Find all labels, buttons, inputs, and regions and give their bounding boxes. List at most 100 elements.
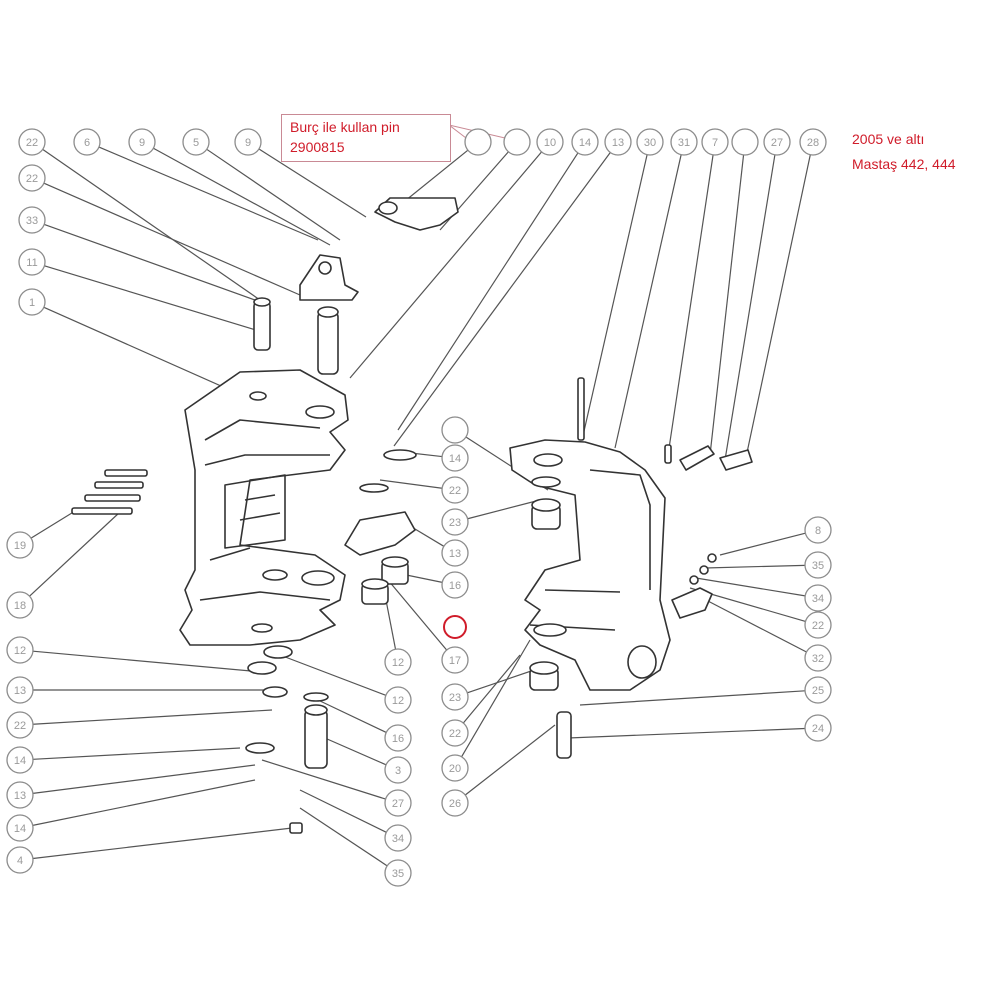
callout-balloon-c-14-c xyxy=(441,444,469,472)
callout-balloon-c-blank-a xyxy=(464,128,492,156)
leader-line-c-16-m xyxy=(317,699,387,733)
leader-line-c-14-l2 xyxy=(32,779,256,826)
callout-label-c-25: 25 xyxy=(812,685,824,697)
callout-balloon-c-10 xyxy=(536,128,564,156)
callout-balloon-c-23-c2 xyxy=(441,683,469,711)
callout-label-c-22-c2: 22 xyxy=(449,728,461,740)
note-box: Burç ile kullan pin 2900815 xyxy=(281,114,451,162)
callout-label-c-22-b: 22 xyxy=(26,173,38,185)
leader-line-c-27-m xyxy=(261,759,386,800)
leader-line-c-22-b xyxy=(43,182,301,296)
leader-line-c-22-c2 xyxy=(462,654,521,724)
callout-balloon-c-12-l xyxy=(6,636,34,664)
callout-balloon-c-4-l xyxy=(6,846,34,874)
callout-label-c-24: 24 xyxy=(812,723,824,735)
leader-lines xyxy=(29,124,811,867)
washer-right-b xyxy=(699,565,709,575)
callout-label-c-13-l2: 13 xyxy=(14,790,26,802)
callout-label-c-35-m: 35 xyxy=(392,868,404,880)
parts-drawing xyxy=(71,197,753,834)
right-frame-lower-bore xyxy=(533,623,567,637)
note-line-2: 2900815 xyxy=(290,139,345,155)
leader-line-c-13-top xyxy=(393,152,611,447)
left-frame-top-bore xyxy=(305,405,335,419)
callout-balloon-c-27-m xyxy=(384,789,412,817)
callout-balloon-c-13-c xyxy=(441,539,469,567)
callout-label-c-22-c: 22 xyxy=(449,485,461,497)
callout-label-c-12-c: 12 xyxy=(392,657,404,669)
callout-balloon-c-14-l1 xyxy=(6,746,34,774)
bolt-set xyxy=(71,469,148,515)
note-line-1: Burç ile kullan pin xyxy=(290,119,400,135)
leader-line-c-14-top xyxy=(397,152,579,431)
callout-label-c-8: 8 xyxy=(815,525,821,537)
right-long-bolt-b xyxy=(664,444,672,464)
leader-line-c-12-m xyxy=(279,654,387,696)
callout-label-c-23-c2: 23 xyxy=(449,692,461,704)
callout-balloon-c-blank-b xyxy=(503,128,531,156)
leader-line-c-23-c xyxy=(467,499,541,520)
callout-balloon-c-34-r xyxy=(804,584,832,612)
washer-right-c xyxy=(689,575,699,585)
callout-balloon-c-13-l2 xyxy=(6,781,34,809)
washer-middle-b xyxy=(359,483,389,493)
leader-line-c-13-l2 xyxy=(32,764,256,794)
left-frame-bottom-bore xyxy=(301,570,335,586)
leader-line-c-14-l1 xyxy=(32,747,241,760)
callout-balloon-c-24 xyxy=(804,714,832,742)
leader-line-c-5 xyxy=(206,148,341,241)
leader-line-c-25 xyxy=(579,690,806,706)
leader-line-c-11 xyxy=(44,265,257,331)
callout-balloon-c-22-a xyxy=(18,128,46,156)
callout-balloon-c-12-m xyxy=(384,686,412,714)
top-bracket xyxy=(299,254,359,301)
callout-balloon-c-blank-d xyxy=(441,416,469,444)
washer-right-a xyxy=(707,553,717,563)
leader-line-c-24 xyxy=(567,727,806,739)
callout-balloon-c-35-m xyxy=(384,859,412,887)
right-shaft xyxy=(671,587,713,619)
callout-label-c-14-c: 14 xyxy=(449,453,461,465)
callout-balloon-c-31 xyxy=(670,128,698,156)
callout-balloon-c-22-c2 xyxy=(441,719,469,747)
left-frame-top-hole xyxy=(249,391,267,401)
leader-line-c-3 xyxy=(317,734,387,766)
leader-line-c-blank-a xyxy=(399,149,469,206)
callout-label-c-12-m: 12 xyxy=(392,695,404,707)
callout-balloon-c-18 xyxy=(6,591,34,619)
leader-line-c-34-r xyxy=(695,577,806,597)
leader-line-c-8 xyxy=(719,532,806,556)
callout-balloon-c-14-l2 xyxy=(6,814,34,842)
side-note-line-1: 2005 ve altı xyxy=(852,131,925,147)
callout-label-c-20: 20 xyxy=(449,763,461,775)
callout-balloon-c-22-l xyxy=(6,711,34,739)
left-frame-inner-web xyxy=(199,419,331,601)
callout-label-c-17: 17 xyxy=(449,655,461,667)
right-bushings xyxy=(529,476,561,691)
right-frame-top-bore xyxy=(533,453,563,467)
callout-balloon-c-27-top xyxy=(763,128,791,156)
callout-label-c-4-l: 4 xyxy=(17,855,23,867)
callout-balloon-c-22-b xyxy=(18,164,46,192)
leader-line-c-9-a xyxy=(153,147,331,246)
callout-balloon-c-34-m xyxy=(384,824,412,852)
callout-label-c-27-m: 27 xyxy=(392,798,404,810)
callout-label-c-22-r: 22 xyxy=(812,620,824,632)
middle-plate xyxy=(344,511,416,556)
callout-balloon-c-12-c xyxy=(384,648,412,676)
callout-label-c-16-m: 16 xyxy=(392,733,404,745)
callout-balloon-c-16-c xyxy=(441,571,469,599)
callout-balloon-c-19 xyxy=(6,531,34,559)
callout-label-c-22-l: 22 xyxy=(14,720,26,732)
callout-label-c-30: 30 xyxy=(644,137,656,149)
leader-line-c-30 xyxy=(581,154,648,441)
callout-label-c-32: 32 xyxy=(812,653,824,665)
leader-line-c-32 xyxy=(705,599,807,653)
callout-balloon-c-5 xyxy=(182,128,210,156)
right-pin-27 xyxy=(679,445,715,471)
callout-label-c-19: 19 xyxy=(14,540,26,552)
pin-left xyxy=(253,301,271,351)
callout-label-c-27-top: 27 xyxy=(771,137,783,149)
